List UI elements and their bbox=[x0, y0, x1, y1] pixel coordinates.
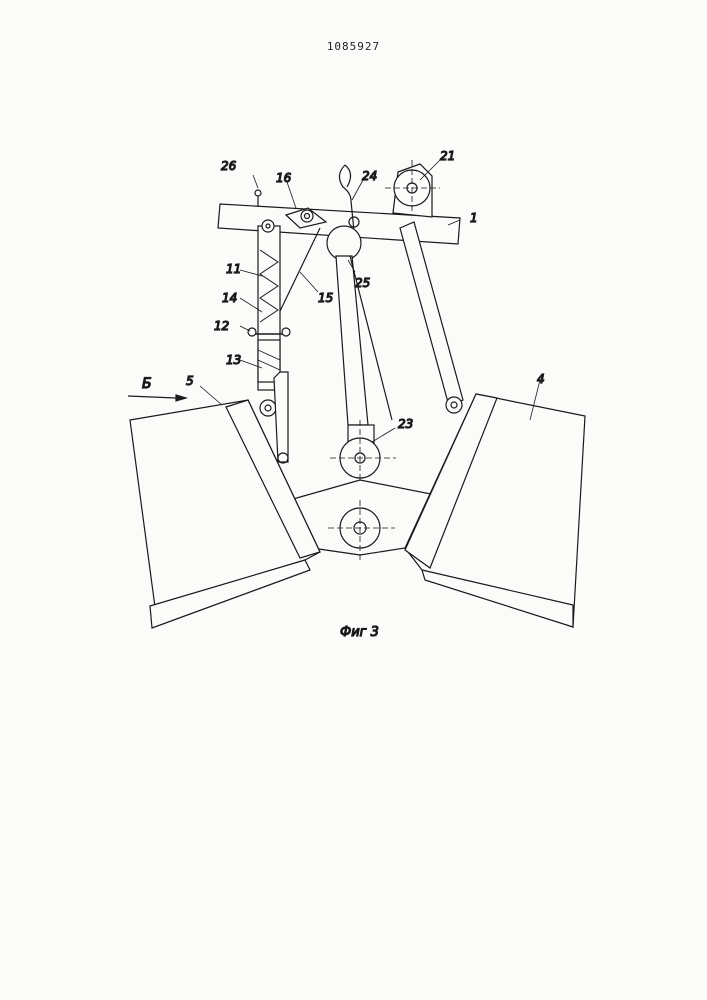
label-12: 12 bbox=[214, 319, 229, 333]
label-11: 11 bbox=[226, 262, 241, 276]
figure-caption: Фиг 3 bbox=[340, 625, 379, 640]
label-4: 4 bbox=[537, 372, 545, 386]
right-link-rod bbox=[400, 222, 463, 413]
label-5: 5 bbox=[186, 374, 194, 388]
label-16: 16 bbox=[276, 171, 292, 185]
label-1: 1 bbox=[470, 211, 478, 225]
ball-25 bbox=[327, 226, 361, 260]
label-B: Б bbox=[142, 376, 152, 392]
label-23: 23 bbox=[398, 417, 413, 431]
label-26: 26 bbox=[221, 159, 237, 173]
right-jaw-4 bbox=[405, 394, 585, 627]
label-24: 24 bbox=[362, 169, 377, 183]
label-13: 13 bbox=[226, 353, 241, 367]
label-21: 21 bbox=[440, 149, 455, 163]
label-14: 14 bbox=[222, 291, 237, 305]
label-15: 15 bbox=[318, 291, 333, 305]
left-jaw-5 bbox=[130, 400, 320, 628]
view-arrow bbox=[128, 395, 186, 401]
label-25: 25 bbox=[355, 276, 370, 290]
